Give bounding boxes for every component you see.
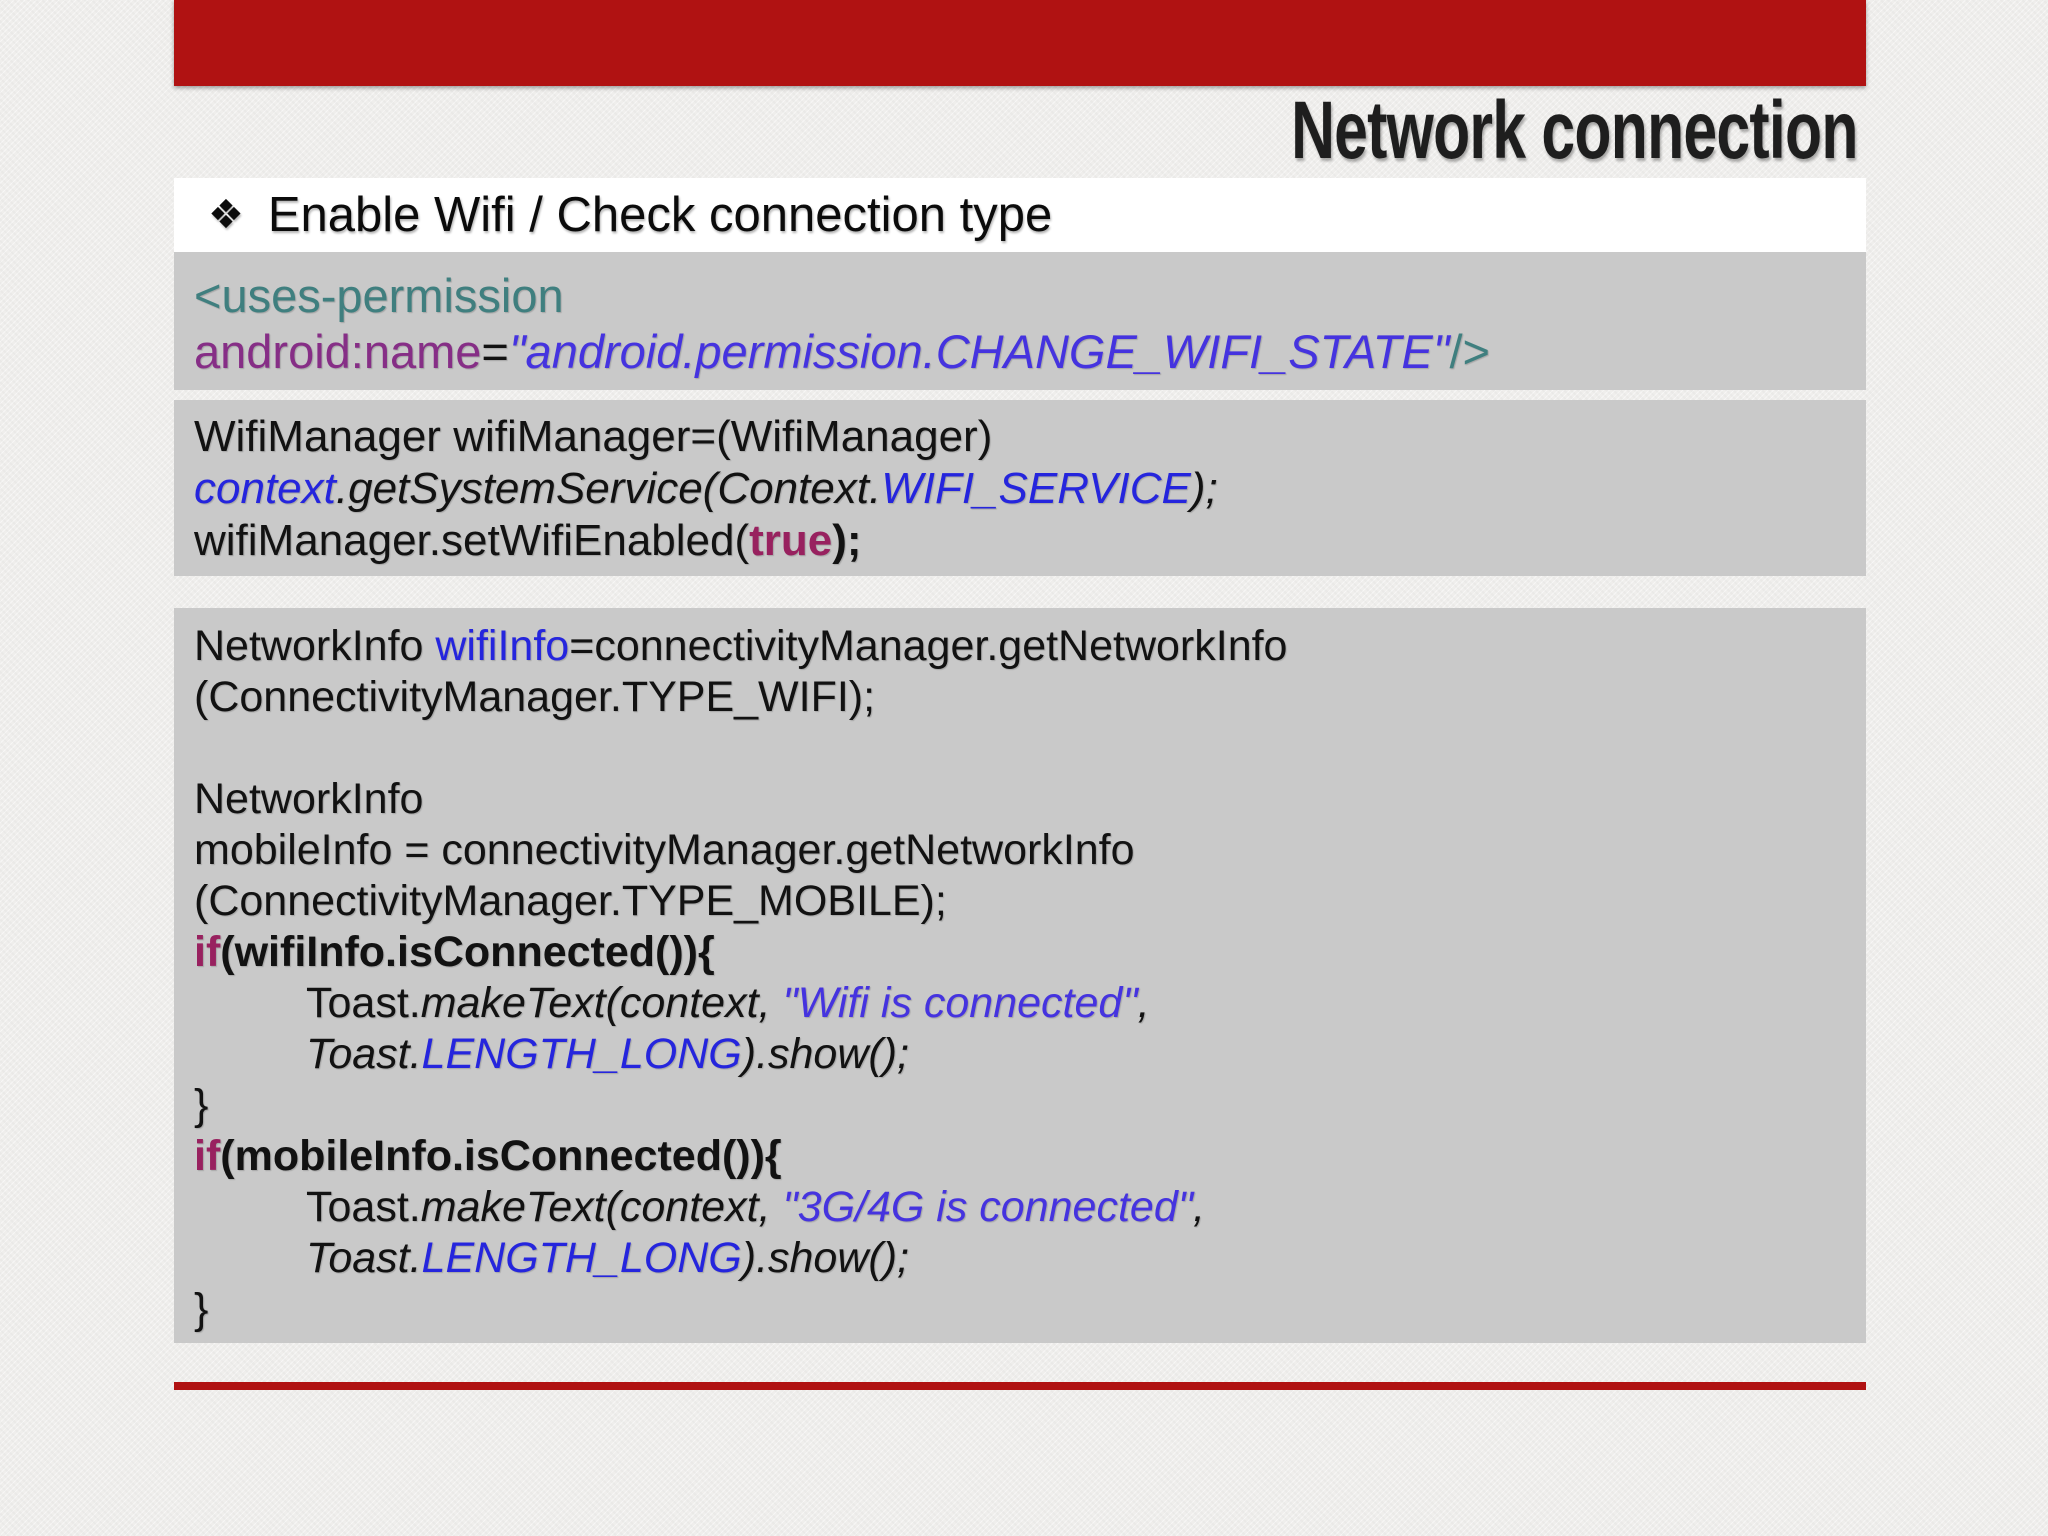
code-token: LENGTH_LONG: [421, 1234, 742, 1282]
code-token: "android.permission.CHANGE_WIFI_STATE": [508, 325, 1450, 378]
code-token: <uses-permission: [194, 269, 564, 322]
code-token: mobileInfo = connectivityManager.getNetw…: [194, 826, 1135, 874]
page-title: Network connection: [1291, 85, 1858, 176]
code-line: if(mobileInfo.isConnected()){: [194, 1131, 1854, 1182]
code-token: makeText(context,: [420, 979, 783, 1027]
code-line: NetworkInfo wifiInfo=connectivityManager…: [194, 621, 1854, 672]
code-token: WIFI_SERVICE: [881, 464, 1191, 513]
code-token: context: [194, 464, 336, 513]
code-token: }: [194, 1285, 209, 1333]
code-line: }: [194, 1284, 1854, 1335]
code-token: wifiInfo: [435, 622, 570, 670]
code-line: mobileInfo = connectivityManager.getNetw…: [194, 825, 1854, 876]
code-token: NetworkInfo: [194, 622, 436, 670]
code-token: (mobileInfo.isConnected()){: [220, 1132, 782, 1180]
code-token: WifiManager wifiManager=(WifiManager): [194, 412, 993, 461]
code-token: Toast.: [306, 979, 421, 1027]
code-line: Toast.LENGTH_LONG).show();: [194, 1029, 1854, 1080]
code-line: WifiManager wifiManager=(WifiManager): [194, 411, 1854, 463]
code-token: (wifiInfo.isConnected()){: [220, 928, 715, 976]
code-block-xml-permission: <uses-permission android:name="android.p…: [174, 252, 1866, 390]
code-token: ).show();: [741, 1030, 909, 1078]
code-line: Toast.LENGTH_LONG).show();: [194, 1233, 1854, 1284]
code-token: ,: [1193, 1183, 1205, 1231]
bottom-red-divider: [174, 1382, 1866, 1390]
code-token: if: [194, 928, 221, 976]
code-token: (ConnectivityManager.TYPE_MOBILE);: [194, 877, 947, 925]
code-block-networkinfo-check: NetworkInfo wifiInfo=connectivityManager…: [174, 608, 1866, 1343]
code-token: makeText(context,: [420, 1183, 783, 1231]
heading-text: Enable Wifi / Check connection type: [267, 188, 1053, 242]
code-token: );: [832, 516, 862, 565]
code-line: [194, 723, 1854, 774]
code-token: =: [481, 325, 509, 378]
code-token: =connectivityManager.getNetworkInfo: [569, 622, 1288, 670]
code-line: android:name="android.permission.CHANGE_…: [194, 324, 1854, 380]
code-token: }: [194, 1081, 209, 1129]
code-token: true: [749, 516, 833, 565]
code-token: android:name: [194, 325, 482, 378]
code-token: Toast.: [306, 1030, 422, 1078]
code-token: NetworkInfo: [194, 775, 424, 823]
code-line: if(wifiInfo.isConnected()){: [194, 927, 1854, 978]
code-line: Toast.makeText(context, "3G/4G is connec…: [194, 1182, 1854, 1233]
heading-strip: ❖ Enable Wifi / Check connection type: [174, 178, 1866, 252]
code-line: Toast.makeText(context, "Wifi is connect…: [194, 978, 1854, 1029]
top-red-bar: [174, 0, 1866, 86]
code-token: .getSystemService(Context.: [335, 464, 882, 513]
code-block-wifimanager-enable: WifiManager wifiManager=(WifiManager)con…: [174, 400, 1866, 576]
code-token: />: [1449, 325, 1490, 378]
code-token: Toast.: [306, 1234, 422, 1282]
code-line: wifiManager.setWifiEnabled(true);: [194, 515, 1854, 567]
diamond-bullet-icon: ❖: [208, 193, 244, 237]
code-token: );: [1190, 464, 1218, 513]
code-line: }: [194, 1080, 1854, 1131]
code-token: if: [194, 1132, 221, 1180]
code-token: Toast.: [306, 1183, 421, 1231]
code-line: context.getSystemService(Context.WIFI_SE…: [194, 463, 1854, 515]
code-token: LENGTH_LONG: [421, 1030, 742, 1078]
code-line: (ConnectivityManager.TYPE_WIFI);: [194, 672, 1854, 723]
code-token: ).show();: [741, 1234, 909, 1282]
code-token: ,: [1137, 979, 1150, 1027]
code-token: (ConnectivityManager.TYPE_WIFI);: [194, 673, 876, 721]
code-token: "3G/4G is connected": [782, 1183, 1194, 1231]
code-line: <uses-permission: [194, 268, 1854, 324]
code-line: (ConnectivityManager.TYPE_MOBILE);: [194, 876, 1854, 927]
code-token: "Wifi is connected": [782, 979, 1138, 1027]
code-line: NetworkInfo: [194, 774, 1854, 825]
code-token: wifiManager.setWifiEnabled(: [194, 516, 750, 565]
